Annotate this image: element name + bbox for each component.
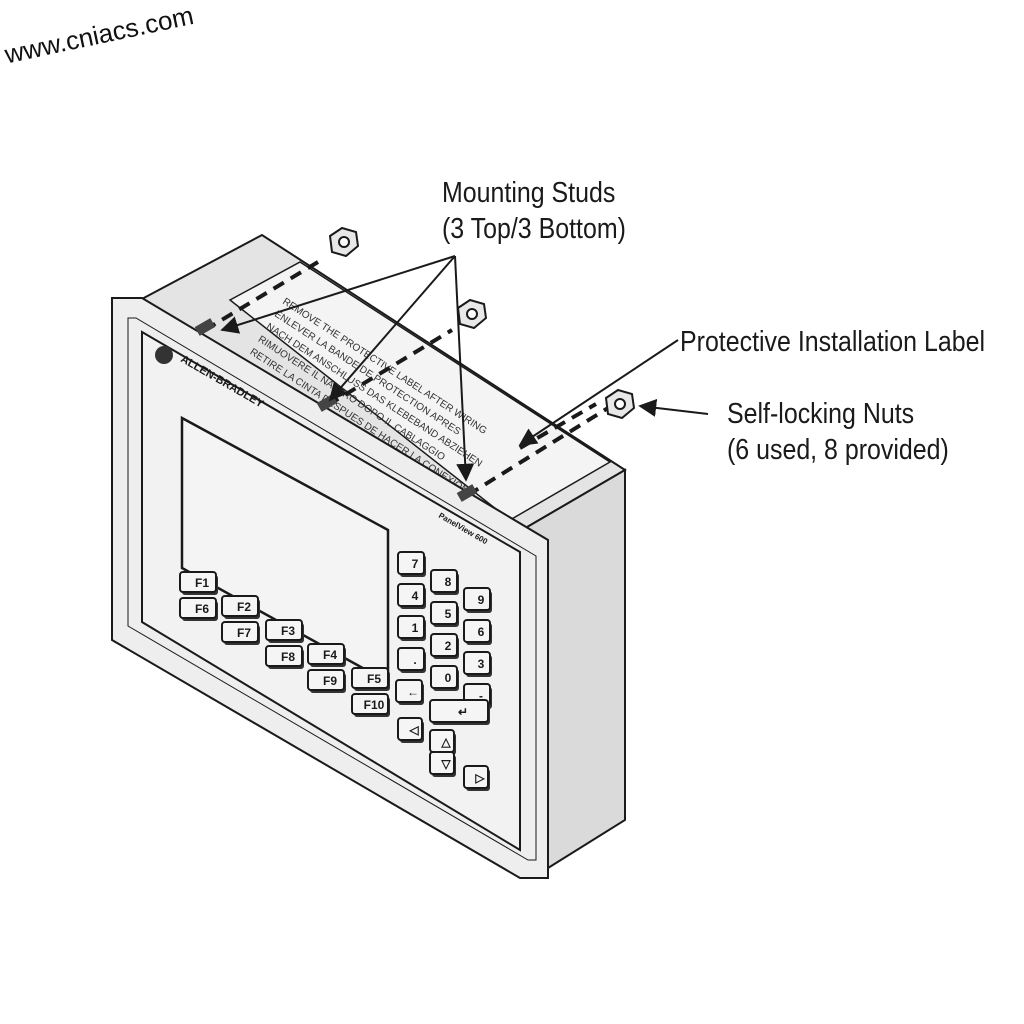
function-key-f10[interactable]: F10	[351, 693, 390, 717]
function-key-f6[interactable]: F6	[179, 597, 218, 621]
keypad-key-11-label: -	[479, 689, 483, 703]
keypad-key-7-label: 2	[445, 639, 452, 653]
arrow-left-key-label: ◁	[408, 723, 419, 737]
mounting-stud-top-right	[456, 484, 478, 502]
self-locking-nut-1	[328, 226, 360, 258]
keypad-key-4[interactable]: 5	[430, 601, 459, 627]
protective-installation-label: REMOVE THE PROTECTIVE LABEL AFTER WIRING…	[228, 261, 612, 521]
function-key-f7-label: F7	[237, 626, 251, 640]
function-key-f5[interactable]: F5	[351, 667, 390, 691]
self-locking-nut-2	[456, 298, 488, 330]
keypad-key-6[interactable]: 1	[397, 615, 426, 641]
function-key-f2[interactable]: F2	[221, 595, 260, 619]
keypad-key-8-label: 3	[478, 657, 485, 671]
keypad-key-3[interactable]: 4	[397, 583, 426, 609]
function-key-f5-label: F5	[367, 672, 381, 686]
nuts-detail: (6 used, 8 provided)	[727, 434, 949, 466]
brand-badge-icon	[155, 346, 173, 364]
function-key-f8-label: F8	[281, 650, 295, 664]
arrow-left-key[interactable]: ◁	[397, 717, 424, 743]
nuts-title: Self-locking Nuts	[727, 398, 915, 430]
function-key-f4-label: F4	[323, 648, 337, 662]
mounting-studs-callout: Mounting Studs (3 Top/3 Bottom)	[442, 175, 626, 247]
enter-key-label: ↵	[458, 705, 468, 719]
keypad-key-8[interactable]: 3	[463, 651, 492, 677]
keypad-key-5-label: 6	[478, 625, 485, 639]
function-key-f6-label: F6	[195, 602, 209, 616]
arrow-up-key-label: △	[440, 735, 451, 749]
keypad-key-9[interactable]: .	[397, 647, 426, 673]
backspace-key-label: ←	[407, 685, 419, 699]
protective-label-callout: Protective Installation Label	[680, 326, 986, 358]
keypad-key-2-label: 9	[478, 593, 485, 607]
function-key-f8[interactable]: F8	[265, 645, 304, 669]
callout-leaders	[220, 255, 709, 482]
function-key-f1[interactable]: F1	[179, 571, 218, 595]
self-locking-nuts-callout: Self-locking Nuts (6 used, 8 provided)	[727, 396, 949, 468]
function-key-f3[interactable]: F3	[265, 619, 304, 643]
mounting-studs-detail: (3 Top/3 Bottom)	[442, 213, 626, 245]
self-locking-nut-3	[604, 388, 636, 420]
arrow-right-key-label: ▷	[474, 771, 485, 785]
function-key-f9[interactable]: F9	[307, 669, 346, 693]
keypad-key-10-label: 0	[445, 671, 452, 685]
function-key-f9-label: F9	[323, 674, 337, 688]
mounting-studs-title: Mounting Studs	[442, 177, 616, 209]
keypad-key-0[interactable]: 7	[397, 551, 426, 577]
arrow-down-key[interactable]: ▽	[429, 751, 456, 777]
keypad-key-1[interactable]: 8	[430, 569, 459, 595]
arrow-right-key[interactable]: ▷	[463, 765, 490, 791]
keypad-key-1-label: 8	[445, 575, 452, 589]
backspace-key[interactable]: ←	[395, 679, 424, 705]
keypad-key-6-label: 1	[412, 621, 419, 635]
keypad-key-4-label: 5	[445, 607, 452, 621]
function-key-f2-label: F2	[237, 600, 251, 614]
keypad-key-5[interactable]: 6	[463, 619, 492, 645]
keypad-key-2[interactable]: 9	[463, 587, 492, 613]
enter-key[interactable]: ↵	[429, 699, 490, 725]
mounting-stud-top-left	[194, 318, 216, 336]
function-key-f7[interactable]: F7	[221, 621, 260, 645]
keypad-key-3-label: 4	[412, 589, 419, 603]
function-key-f10-label: F10	[364, 698, 385, 712]
keypad-key-0-label: 7	[412, 557, 419, 571]
keypad-key-9-label: .	[413, 653, 416, 667]
keypad-key-7[interactable]: 2	[430, 633, 459, 659]
function-key-f3-label: F3	[281, 624, 295, 638]
arrow-down-key-label: ▽	[440, 757, 451, 771]
function-key-f4[interactable]: F4	[307, 643, 346, 667]
keypad-key-10[interactable]: 0	[430, 665, 459, 691]
function-key-f1-label: F1	[195, 576, 209, 590]
